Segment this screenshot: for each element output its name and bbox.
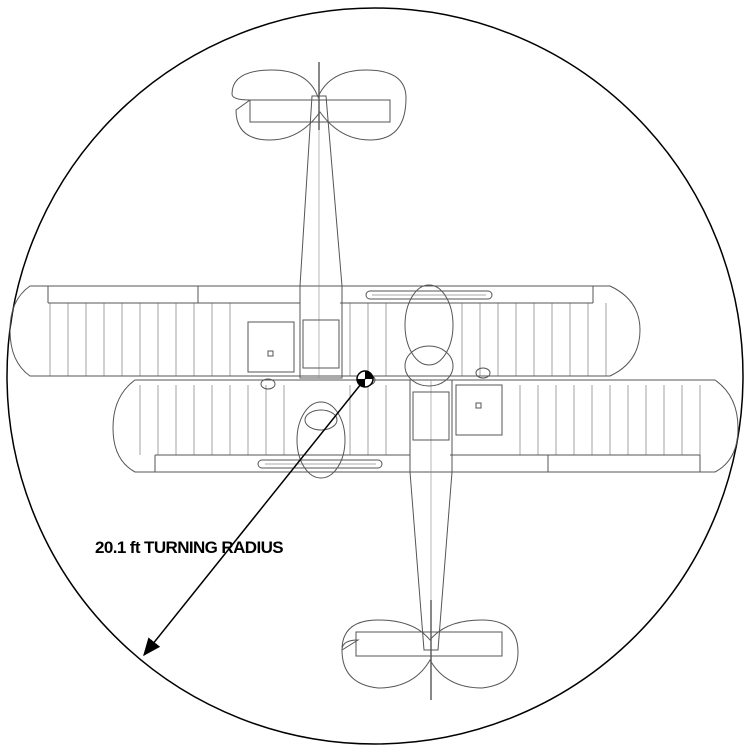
aircraft-b-lower-wing-ribs	[139, 385, 701, 455]
aircraft-a-upper-wing-ribs	[49, 303, 607, 376]
aircraft-b-engine	[404, 284, 454, 366]
aircraft-a-wing-panel	[247, 321, 295, 373]
aircraft-a-tail	[231, 69, 407, 141]
aircraft-a-upper-wing	[9, 285, 641, 377]
aircraft-b-fuselage	[409, 379, 453, 651]
aircraft-a-engine	[296, 401, 346, 479]
aircraft-b	[112, 284, 739, 700]
turning-radius-label: 20.1 ft TURNING RADIUS	[95, 538, 284, 557]
aircraft-a	[9, 62, 641, 479]
aircraft-b-wing-panel	[455, 384, 503, 436]
aircraft-b-tail	[341, 619, 519, 689]
aircraft-a-propeller	[257, 459, 383, 469]
radius-arrow	[143, 378, 366, 657]
aircraft-a-fuselage	[299, 95, 343, 379]
turning-circle	[6, 7, 744, 745]
aircraft-b-lower-wing	[112, 379, 739, 473]
aircraft-b-propeller	[365, 290, 493, 300]
